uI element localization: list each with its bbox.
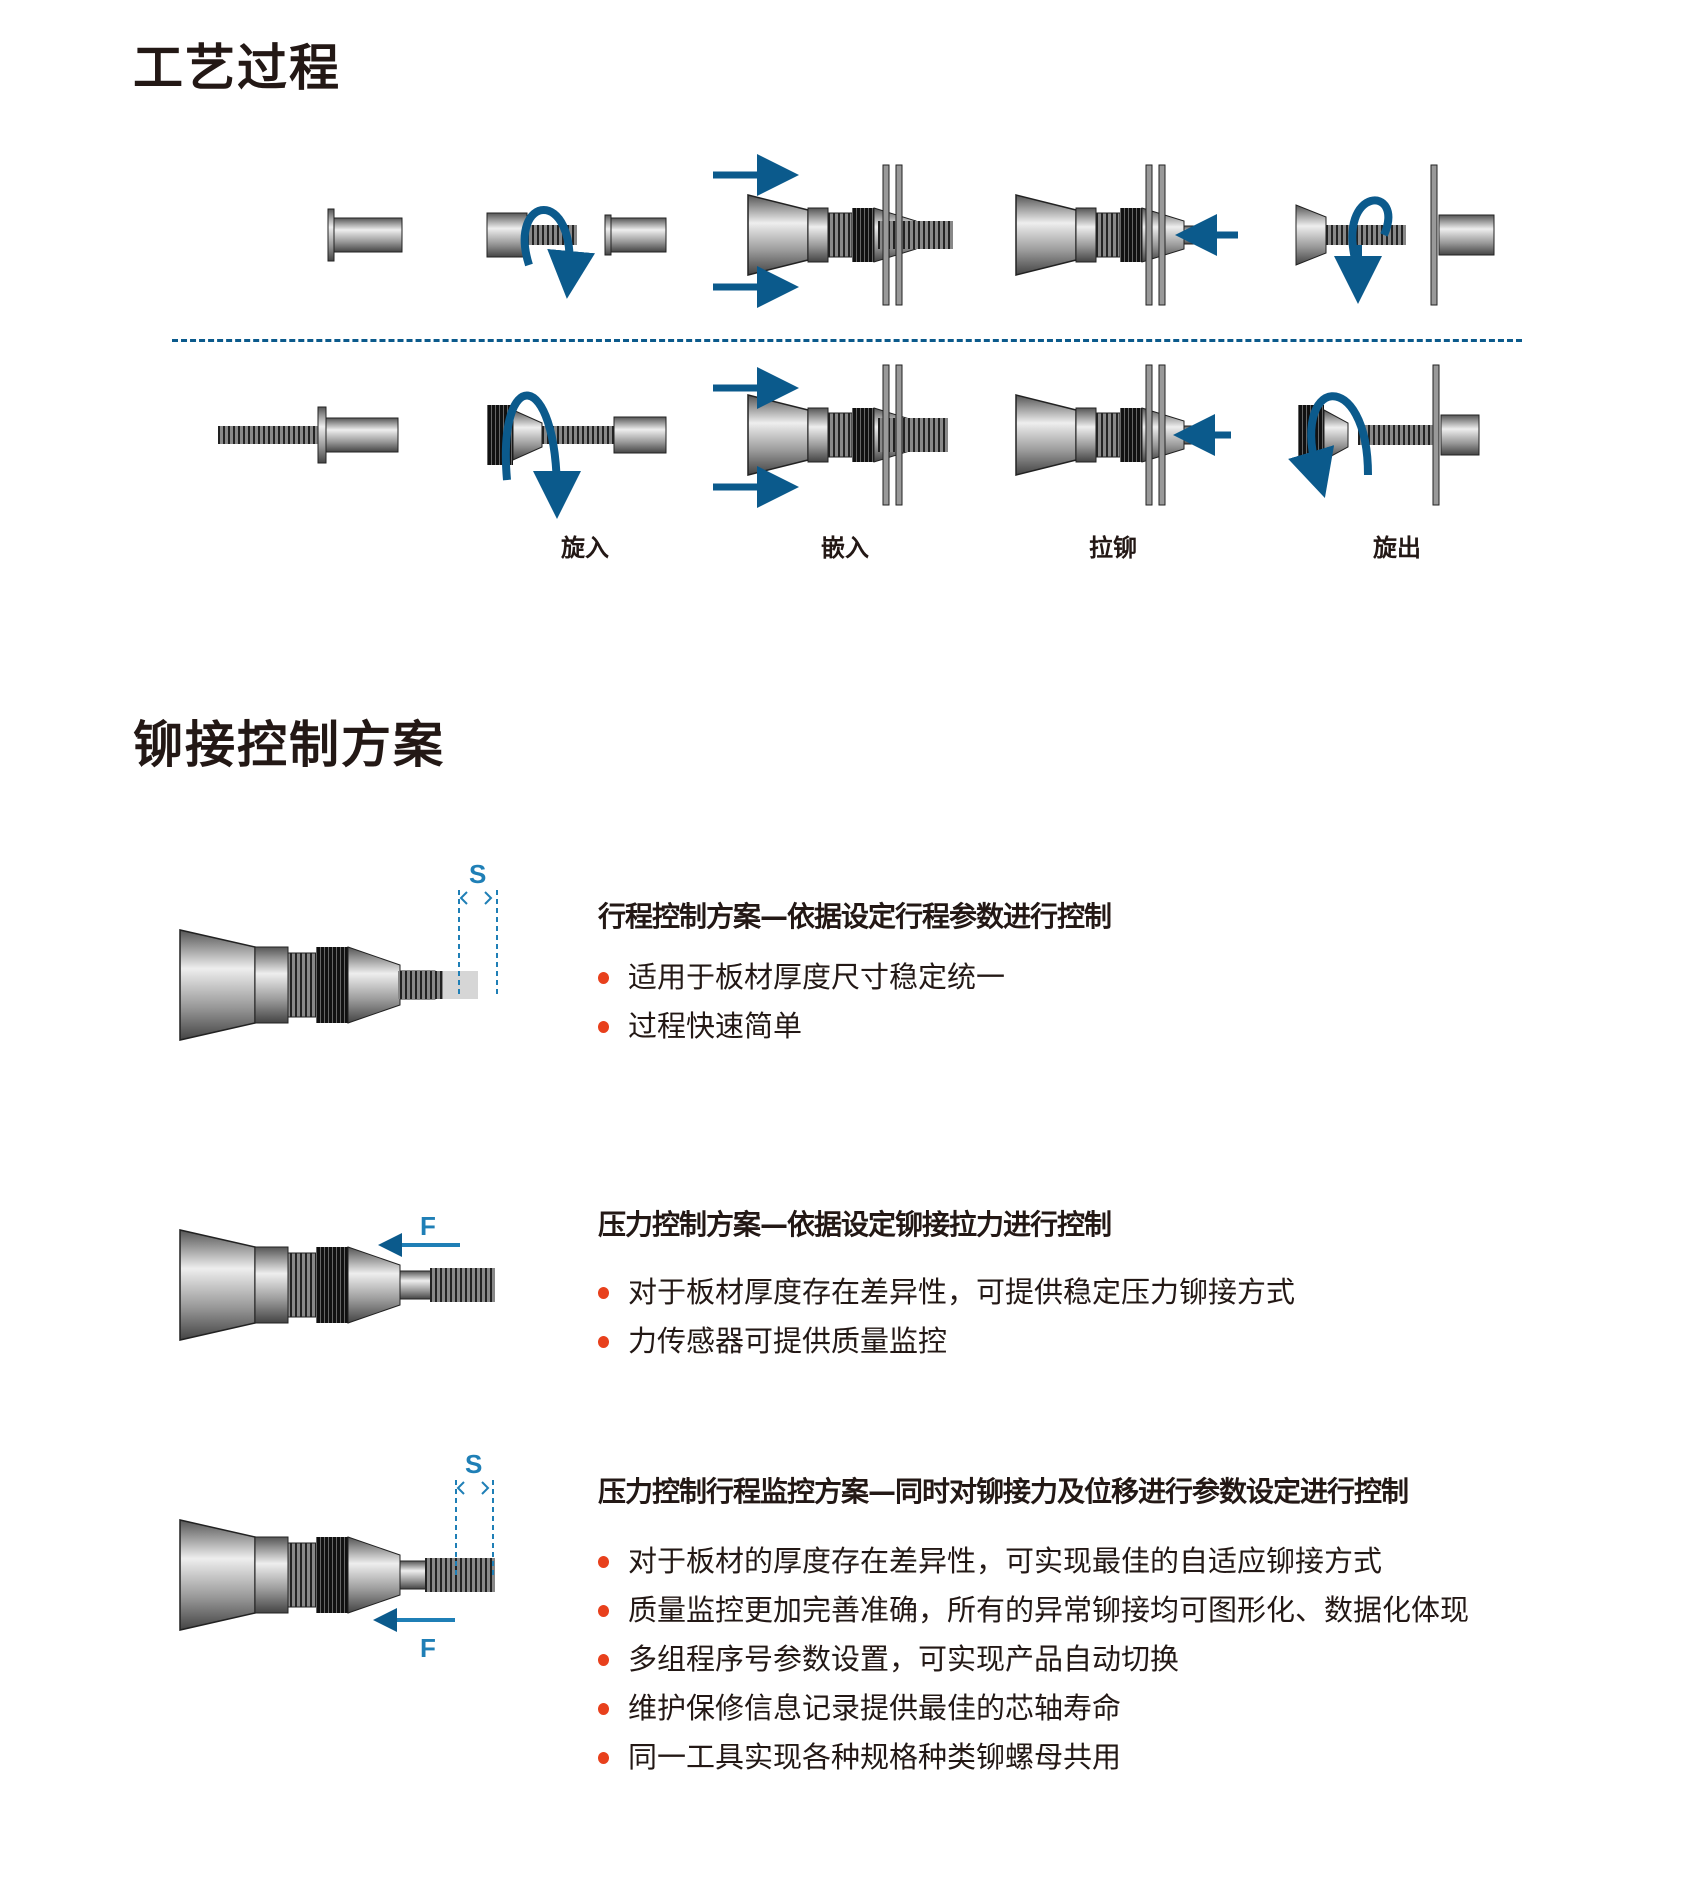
step-insert-1 <box>713 154 953 308</box>
dimension-arrows-icon <box>457 1481 489 1495</box>
scheme-force-stroke: 压力控制行程监控方案—同时对铆接力及位移进行参数设定进行控制 对于板材的厚度存在… <box>598 1470 1469 1782</box>
bullet-icon <box>598 1654 609 1666</box>
force-label: F <box>420 1633 436 1663</box>
scheme-stroke: 行程控制方案—依据设定行程参数进行控制 适用于板材厚度尺寸稳定统一 过程快速简单 <box>598 895 1112 1051</box>
force-stroke-diagram: SF <box>179 1449 495 1663</box>
list-item: 对于板材的厚度存在差异性，可实现最佳的自适应铆接方式 <box>598 1537 1469 1586</box>
force-label: F <box>420 1211 436 1241</box>
step-screw-out-1 <box>1295 164 1495 306</box>
bullet-icon <box>598 1556 609 1568</box>
bullet-icon <box>598 1287 609 1299</box>
force-control-diagram: F <box>179 1211 495 1341</box>
stroke-label: S <box>465 1449 482 1479</box>
list-item: 同一工具实现各种规格种类铆螺母共用 <box>598 1733 1469 1782</box>
list-item: 过程快速简单 <box>598 1002 1111 1051</box>
bolt-part <box>218 406 399 464</box>
step-screw-in-2 <box>487 391 667 519</box>
control-title: 铆接控制方案 <box>133 716 445 774</box>
bullet-icon <box>598 972 609 984</box>
step-pull-1 <box>1015 164 1238 306</box>
scheme-heading: 压力控制行程监控方案—同时对铆接力及位移进行参数设定进行控制 <box>598 1475 1409 1508</box>
stroke-control-diagram: S <box>179 859 498 1041</box>
step-screw-in-1 <box>486 206 667 299</box>
bullet-icon <box>598 1336 609 1348</box>
list-item: 维护保修信息记录提供最佳的芯轴寿命 <box>598 1684 1469 1733</box>
step-pull-2 <box>1015 364 1231 506</box>
list-item: 力传感器可提供质量监控 <box>598 1317 1295 1366</box>
dimension-arrows-icon <box>460 891 492 905</box>
scheme-heading: 行程控制方案—依据设定行程参数进行控制 <box>598 900 1112 933</box>
bullet-icon <box>598 1752 609 1764</box>
list-item: 质量监控更加完善准确，所有的异常铆接均可图形化、数据化体现 <box>598 1586 1469 1635</box>
step-screw-out-2 <box>1288 364 1480 506</box>
scheme-heading: 压力控制方案—依据设定铆接拉力进行控制 <box>598 1208 1112 1241</box>
scheme-force: 压力控制方案—依据设定铆接拉力进行控制 对于板材厚度存在差异性，可提供稳定压力铆… <box>598 1203 1295 1366</box>
stroke-label: S <box>469 859 486 889</box>
step-insert-2 <box>713 364 948 508</box>
step-label: 拉铆 <box>1089 534 1137 562</box>
process-title: 工艺过程 <box>133 39 341 97</box>
bullet-icon <box>598 1703 609 1715</box>
list-item: 多组程序号参数设置，可实现产品自动切换 <box>598 1635 1469 1684</box>
step-label: 嵌入 <box>821 534 869 562</box>
bullet-icon <box>598 1021 609 1033</box>
list-item: 对于板材厚度存在差异性，可提供稳定压力铆接方式 <box>598 1268 1295 1317</box>
step-label: 旋入 <box>561 534 609 562</box>
nut-part <box>327 208 403 262</box>
step-label: 旋出 <box>1373 534 1421 562</box>
bullet-icon <box>598 1605 609 1617</box>
divider <box>172 339 1522 342</box>
list-item: 适用于板材厚度尺寸稳定统一 <box>598 953 1111 1002</box>
